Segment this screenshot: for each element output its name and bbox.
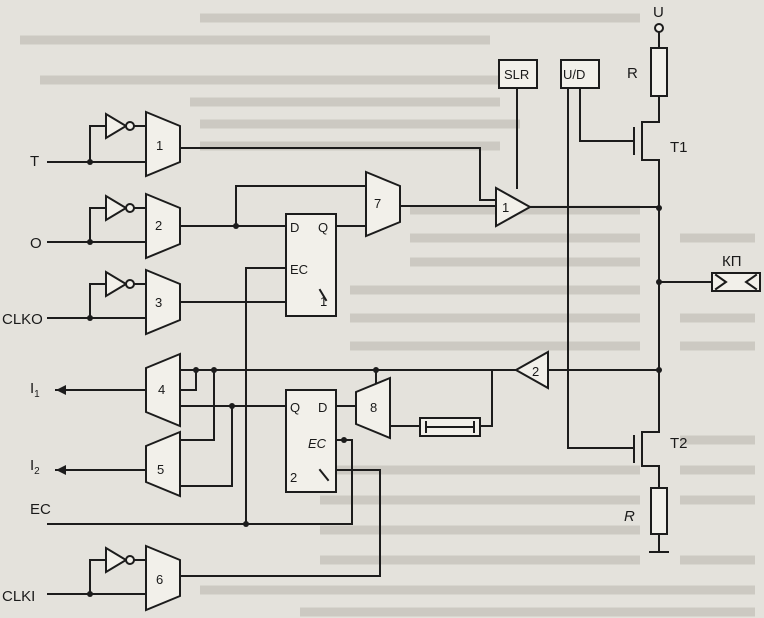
output-i1-label: I1: [30, 380, 40, 400]
mux-7: [365, 170, 401, 238]
mux-2: [145, 192, 181, 260]
mux-8-label: 8: [370, 400, 377, 415]
output-buffer-1-label: 1: [502, 200, 509, 215]
ff2-clk: 2: [290, 470, 297, 485]
input-ec-label: EC: [30, 501, 51, 518]
bottom-driver: T2 R: [567, 431, 688, 553]
inverter-1-icon: [105, 112, 128, 140]
inverter-3-icon: [105, 270, 128, 298]
mux-4-label: 4: [158, 382, 165, 397]
mux-5: [145, 430, 181, 498]
ff1-d: D: [290, 220, 299, 235]
t1-label: T1: [670, 139, 688, 156]
pin-pad-icon: [711, 272, 761, 292]
mux-7-label: 7: [374, 196, 381, 211]
supply-terminal: [654, 23, 664, 33]
ff1-q: Q: [318, 220, 328, 235]
ff2-q: Q: [290, 400, 300, 415]
resistor-bottom-label: R: [624, 508, 635, 525]
input-t-label: T: [30, 153, 39, 170]
output-i2-label: I2: [30, 457, 40, 477]
mux-2-label: 2: [155, 218, 162, 233]
i1-arrow-icon: [56, 385, 66, 395]
t2-label: T2: [670, 435, 688, 452]
background-text-texture: [20, 13, 755, 617]
pin-label: КП: [722, 253, 742, 270]
mux-3-label: 3: [155, 295, 162, 310]
resistor-top-label: R: [627, 65, 638, 82]
ff2-d: D: [318, 400, 327, 415]
resistor-top: [650, 47, 668, 97]
top-driver: U R T1: [579, 4, 688, 433]
ff1-box: [285, 213, 337, 317]
mux-6-group: CLKI 6: [2, 469, 381, 612]
mux-7-group: 7: [365, 170, 497, 238]
input-buffer-2: [513, 350, 549, 390]
ec-input: EC: [30, 501, 353, 527]
ud-label: U/D: [563, 67, 585, 82]
mux-1: [145, 110, 181, 178]
input-buffer-2-label: 2: [532, 364, 539, 379]
resistor-bottom: [650, 487, 668, 535]
mux-6-label: 6: [156, 572, 163, 587]
ff1-clk: 1: [320, 294, 327, 309]
supply-label: U: [653, 4, 664, 21]
mux-5-label: 5: [157, 462, 164, 477]
control-boxes: SLR U/D: [498, 59, 600, 449]
input-o-label: O: [30, 235, 42, 252]
mux-4-5-group: I1 4 I2 5: [30, 352, 287, 498]
mux-3: [145, 268, 181, 336]
ff1-ec: EC: [290, 262, 308, 277]
input-clko-label: CLKO: [2, 311, 43, 328]
inverter-6-icon: [105, 546, 128, 574]
mux-8: [355, 376, 391, 440]
flip-flop-1: D Q EC 1: [285, 213, 367, 317]
output-stage: 1 КП 2: [193, 186, 761, 391]
input-clki-label: CLKI: [2, 588, 35, 605]
inverter-2-icon: [105, 194, 128, 222]
mux-1-label: 1: [156, 138, 163, 153]
ff2-ec: EC: [308, 436, 327, 451]
slr-label: SLR: [504, 67, 529, 82]
mux-6: [145, 544, 181, 612]
flip-flop-2: Q D EC 2: [285, 389, 357, 525]
mux-3-group: CLKO 3: [2, 267, 287, 525]
mux-4: [145, 352, 181, 428]
i2-arrow-icon: [56, 465, 66, 475]
slr-box: [498, 59, 538, 89]
mux-8-group: 8: [355, 369, 493, 440]
mux-1-group: T 1: [30, 110, 497, 201]
mux-2-group: O 2: [30, 185, 367, 260]
